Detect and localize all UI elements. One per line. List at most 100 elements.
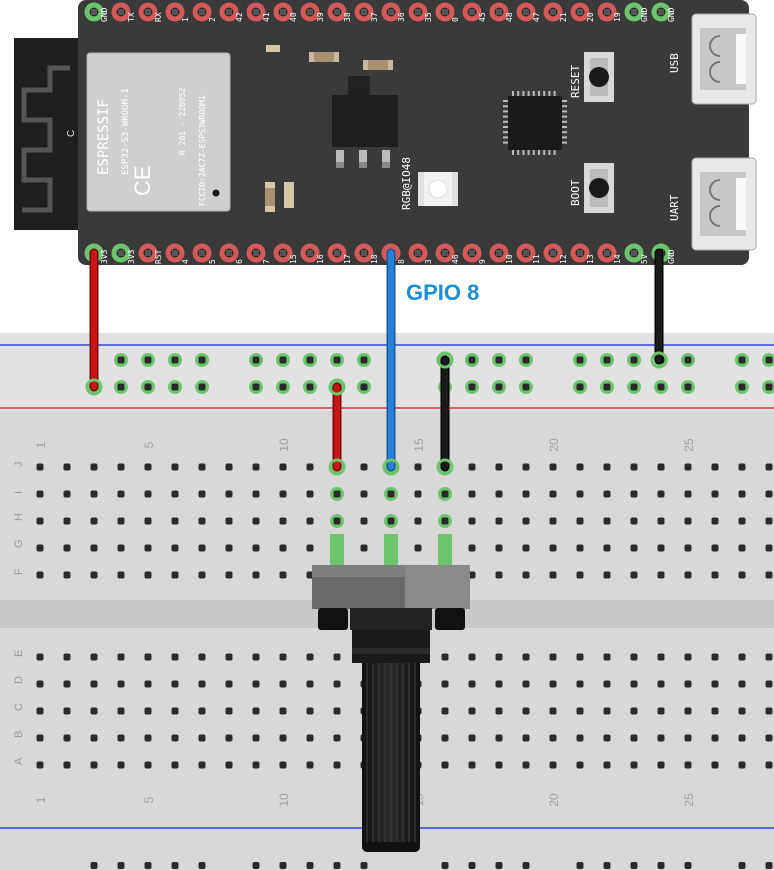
top-pin-20: GND	[624, 2, 649, 22]
bottom-pin-label: RST	[154, 249, 163, 264]
row-label: B	[13, 731, 25, 738]
breadboard-hole	[711, 490, 719, 498]
breadboard-hole	[657, 653, 665, 661]
breadboard-hole	[144, 653, 152, 661]
wire-end-marker	[85, 378, 103, 396]
top-pin-17: 21	[543, 2, 568, 22]
bottom-pin-5: 6	[219, 243, 244, 264]
bottom-pin-label: 15	[289, 254, 298, 264]
breadboard-hole	[573, 353, 587, 367]
bottom-pin-14: 9	[462, 243, 487, 264]
breadboard-hole	[681, 380, 695, 394]
breadboard-hole	[63, 707, 71, 715]
usb-port-label: USB	[668, 53, 681, 73]
breadboard-hole	[684, 490, 692, 498]
breadboard-hole	[627, 353, 641, 367]
breadboard-hole	[306, 862, 314, 869]
bottom-pin-3: 4	[165, 243, 190, 264]
breadboard-hole	[765, 517, 773, 525]
breadboard-hole	[630, 463, 638, 471]
breadboard-hole	[630, 571, 638, 579]
breadboard-hole	[600, 353, 614, 367]
breadboard-hole	[279, 571, 287, 579]
breadboard-hole	[198, 862, 206, 869]
breadboard-hole	[384, 487, 398, 501]
breadboard-hole	[468, 680, 476, 688]
breadboard-hole	[171, 490, 179, 498]
breadboard-hole	[90, 571, 98, 579]
breadboard-hole	[276, 353, 290, 367]
breadboard-hole	[171, 544, 179, 552]
bottom-pin-13: 46	[435, 243, 460, 264]
breadboard-hole	[279, 734, 287, 742]
column-number: 10	[277, 438, 291, 452]
breadboard-hole	[711, 544, 719, 552]
breadboard-hole	[654, 380, 668, 394]
breadboard-hole	[657, 517, 665, 525]
breadboard-hole	[549, 653, 557, 661]
breadboard-hole	[198, 761, 206, 769]
bottom-pin-label: 3V3	[100, 249, 109, 264]
breadboard-hole	[522, 544, 530, 552]
top-pin-label: 0	[451, 17, 460, 22]
bottom-pin-label: 11	[532, 254, 541, 264]
usb-port[interactable]	[691, 13, 757, 105]
breadboard-hole	[627, 380, 641, 394]
boot-button[interactable]	[584, 163, 614, 213]
wire-end-marker	[436, 351, 454, 369]
breadboard-hole	[684, 761, 692, 769]
top-pin-13: 0	[435, 2, 460, 22]
breadboard-hole	[657, 862, 665, 869]
breadboard-hole	[114, 380, 128, 394]
bottom-pin-label: 46	[451, 254, 460, 264]
ce-mark: CE	[130, 165, 155, 196]
breadboard-hole	[36, 463, 44, 471]
breadboard-hole	[171, 517, 179, 525]
breadboard-hole	[117, 517, 125, 525]
breadboard-hole	[90, 680, 98, 688]
breadboard-hole	[36, 517, 44, 525]
breadboard-hole	[738, 463, 746, 471]
breadboard-hole	[549, 544, 557, 552]
breadboard-hole	[252, 862, 260, 869]
breadboard-hole	[225, 544, 233, 552]
breadboard-hole	[225, 653, 233, 661]
breadboard-hole	[144, 680, 152, 688]
breadboard-hole	[603, 707, 611, 715]
breadboard-hole	[522, 463, 530, 471]
uart-port[interactable]	[691, 157, 757, 251]
bottom-pin-label: 12	[559, 254, 568, 264]
breadboard-hole	[549, 761, 557, 769]
breadboard-hole	[630, 490, 638, 498]
bottom-pin-label: 9	[478, 259, 487, 264]
breadboard-hole	[303, 353, 317, 367]
breadboard-hole	[63, 544, 71, 552]
breadboard-hole	[765, 544, 773, 552]
breadboard-hole	[414, 463, 422, 471]
bottom-pin-18: 13	[570, 243, 595, 264]
breadboard-hole	[36, 734, 44, 742]
top-pin-10: 37	[354, 2, 379, 22]
wire-end-marker	[328, 378, 346, 396]
pot-collar	[352, 628, 430, 663]
breadboard-hole	[495, 544, 503, 552]
row-label: G	[13, 539, 25, 548]
breadboard-hole	[330, 353, 344, 367]
breadboard-hole	[90, 734, 98, 742]
breadboard-hole	[549, 734, 557, 742]
bottom-pin-1: 3V3	[111, 243, 136, 264]
breadboard-hole	[225, 734, 233, 742]
breadboard-hole	[171, 463, 179, 471]
top-pin-6: 41	[246, 2, 271, 22]
breadboard-hole	[711, 734, 719, 742]
breadboard-hole	[711, 571, 719, 579]
breadboard-hole	[465, 380, 479, 394]
row-label: F	[13, 568, 25, 575]
row-label: C	[13, 703, 25, 711]
breadboard-hole	[657, 707, 665, 715]
breadboard-hole	[306, 734, 314, 742]
reset-button[interactable]	[584, 52, 614, 102]
breadboard-hole	[144, 862, 152, 869]
board-pcb	[78, 0, 749, 265]
